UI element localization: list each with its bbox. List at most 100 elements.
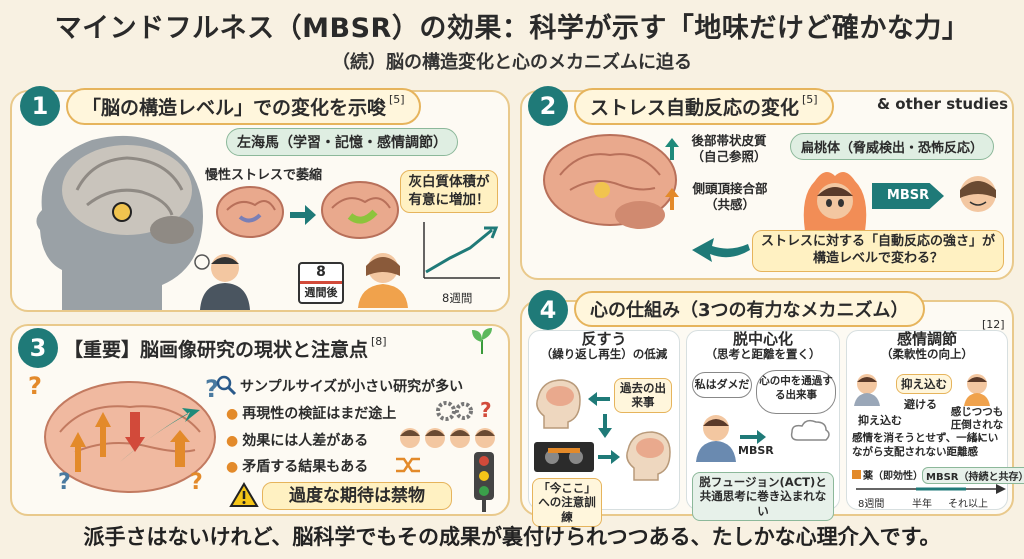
sprout-icon <box>472 328 492 354</box>
panel3-number: 3 <box>18 328 58 368</box>
faces-icon <box>400 428 495 448</box>
timeline-8weeks: 8週間 <box>858 499 885 510</box>
decentering-title: 脱中心化（思考と距離を置く） <box>686 330 840 362</box>
head-brain-icon <box>536 379 581 429</box>
stress-shrink-label: 慢性ストレスで萎縮 <box>205 168 323 183</box>
question-mark: ? <box>190 470 203 495</box>
emotion-regulation-subtitle: （柔軟性の向上） <box>881 347 973 361</box>
caution-bullet-text: 効果には人差がある <box>242 433 369 449</box>
decentering-title-text: 脱中心化 <box>732 330 793 348</box>
thought-negative-text: 私はダメだ <box>694 378 750 391</box>
question-mark: ? <box>480 398 492 422</box>
caution-bullet: サンプルサイズが小さい研究が多い <box>240 376 463 396</box>
grown-brain-icon <box>321 181 399 239</box>
panel2-heading: ストレス自動反応の変化[5] <box>574 88 834 125</box>
panel2-extra: & other studies <box>877 95 1009 113</box>
head-brain-icon <box>626 431 671 481</box>
suppress-label: 抑え込む <box>896 374 952 395</box>
tpj-label: 側頭頂接合部（共感） <box>692 181 768 213</box>
timeline-beyond: それ以上 <box>948 499 988 510</box>
amygdala-label: 扁桃体（脅威検出・恐怖反応） <box>790 133 995 160</box>
panel4-heading: 心の仕組み（3つの有力なメカニズム） <box>574 291 925 327</box>
panel1-number: 1 <box>20 86 60 126</box>
traffic-light-icon <box>474 452 494 512</box>
question-mark: ? <box>58 470 71 495</box>
calm-person-icon <box>960 176 996 212</box>
panel2-number: 2 <box>528 86 568 126</box>
fearful-person-icon <box>803 172 867 231</box>
mbsr-arrow-text: MBSR <box>886 188 930 203</box>
caution-bullet-text: サンプルサイズが小さい研究が多い <box>240 379 464 395</box>
emotion-description: 感情を消そうとせず、一緒にいながら支配されない距離感 <box>852 432 999 458</box>
arrow-right-icon <box>740 430 766 444</box>
legend-drug-swatch <box>852 470 861 479</box>
warning-icon <box>229 482 259 507</box>
brain-side-icon <box>543 134 677 229</box>
crossing-arrows-icon <box>396 457 420 473</box>
up-arrow-icon <box>665 138 679 160</box>
stressed-person-icon <box>194 254 250 310</box>
mbsr-arrow: MBSR <box>872 183 944 209</box>
thought-passing-text: 心の中を通過する出来事 <box>759 375 833 401</box>
cloud-icon <box>790 419 830 441</box>
suppress-label-2: 抑え込む <box>858 414 902 427</box>
arrow-right-icon <box>290 205 316 225</box>
hippocampus-label: 左海馬（学習・記憶・感情調節） <box>226 128 458 156</box>
shrunk-brain-icon <box>216 186 284 238</box>
avoid-label: 避ける <box>904 398 937 411</box>
caution-bullet: ●矛盾する結果もある <box>226 459 369 475</box>
head-profile-brain-icon <box>36 135 203 310</box>
timeline-arrow-icon <box>856 484 1006 494</box>
growth-graph-icon <box>423 222 500 279</box>
now-attention-box: 「今ここ」への注意訓練 <box>532 478 602 528</box>
video-tape-icon <box>534 442 594 472</box>
graph-label: 8週間 <box>442 291 473 305</box>
panel3-cite: [8] <box>371 335 387 348</box>
happy-person-icon <box>358 253 408 308</box>
panel3-heading-text: 【重要】脳画像研究の現状と注意点 <box>64 339 369 361</box>
rumination-title: 反すう（繰り返し再生）の低減 <box>528 330 680 362</box>
arrow-down-icon <box>598 414 612 438</box>
up-arrow-icon <box>665 188 679 210</box>
calendar-number: 8 <box>300 264 342 284</box>
panel4-number: 4 <box>528 290 568 330</box>
person-icon <box>696 415 736 462</box>
mbsr-label: MBSR <box>738 444 774 457</box>
rumination-subtitle: （繰り返し再生）の低減 <box>540 347 668 361</box>
page-subtitle: （続）脳の構造変化と心のメカニズムに迫る <box>332 52 692 73</box>
footer-summary: 派手さはないけれど、脳科学でもその成果が裏付けられつつある、たしかな心理介入です… <box>83 525 941 549</box>
thought-bubble-negative: 私はダメだ <box>692 372 752 398</box>
emotion-regulation-title: 感情調節（柔軟性の向上） <box>846 330 1008 362</box>
person-suppress-icon <box>854 374 880 406</box>
emotion-regulation-title-text: 感情調節 <box>896 330 957 348</box>
legend-drug-text: 薬（即効性） <box>863 471 923 482</box>
person-calm-icon <box>964 374 990 406</box>
warning-callout: 過度な期待は禁物 <box>262 482 452 511</box>
feel-label: 感じつつも圧倒されない <box>950 406 1004 445</box>
panel3-heading: 【重要】脳画像研究の現状と注意点[8] <box>64 335 387 362</box>
question-mark: ? <box>205 375 219 403</box>
calendar-text: 週間後 <box>304 286 338 299</box>
caution-bullet: ●再現性の検証はまだ途上 <box>226 406 397 422</box>
gear-icon <box>436 401 473 421</box>
decentering-subtitle: （思考と距離を置く） <box>705 347 821 361</box>
brain-arrows-icon <box>44 381 216 493</box>
caution-bullet: ●効果には人差がある <box>226 433 369 449</box>
return-arrow-icon <box>692 238 750 262</box>
legend-mbsr-text: MBSR（持続と共存） <box>926 472 1024 483</box>
caution-bullet-text: 矛盾する結果もある <box>242 459 369 475</box>
caution-bullet-text: 再現性の検証はまだ途上 <box>242 406 397 422</box>
panel2-cite: [5] <box>802 93 818 106</box>
legend-mbsr: MBSR（持続と共存） <box>922 467 1024 484</box>
calendar-icon: 8 週間後 <box>298 262 344 304</box>
panel1-heading: 「脳の構造レベル」での変化を示唆[5] <box>66 88 421 125</box>
pcc-label: 後部帯状皮質（自己参照） <box>691 133 767 165</box>
defusion-note: 脱フュージョン(ACT)と共通思考に巻き込まれない <box>692 472 834 522</box>
panel4-cite: [12] <box>982 318 1005 331</box>
rumination-title-text: 反すう <box>581 330 627 348</box>
arrow-left-icon <box>588 392 610 406</box>
panel2-callout: ストレスに対する「自動反応の強さ」が構造レベルで変わる？ <box>752 230 1004 272</box>
past-event-box: 過去の出来事 <box>614 378 672 413</box>
arrow-right-icon <box>598 450 620 464</box>
thought-bubble-passing: 心の中を通過する出来事 <box>756 370 836 414</box>
